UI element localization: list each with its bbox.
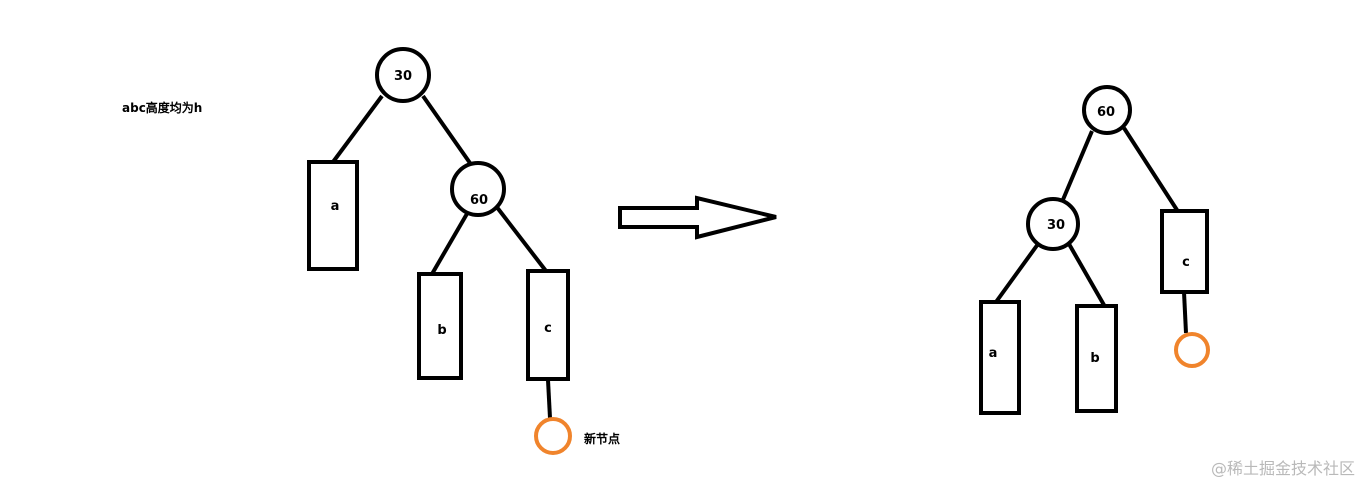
after-node-60: 60 xyxy=(1082,85,1132,135)
edge-30-60 xyxy=(421,94,472,165)
before-subtree-a: a xyxy=(307,160,359,271)
edge-60-c-after xyxy=(1122,126,1179,212)
edge-60-c xyxy=(494,204,548,273)
before-subtree-c: c xyxy=(526,269,570,381)
edge-c-new xyxy=(546,379,552,419)
after-node-30: 30 xyxy=(1026,197,1080,251)
edge-30-b-after xyxy=(1067,243,1110,313)
after-node-30-label: 30 xyxy=(1047,218,1065,233)
before-subtree-a-label: a xyxy=(331,199,340,214)
transform-arrow-icon xyxy=(618,195,777,240)
edge-60-b xyxy=(430,210,470,276)
after-tree xyxy=(994,126,1188,334)
after-subtree-b-label: b xyxy=(1090,351,1099,366)
before-node-60: 60 xyxy=(450,161,506,217)
edge-30-a xyxy=(331,94,384,164)
after-subtree-a-label: a xyxy=(989,346,998,361)
after-subtree-b: b xyxy=(1075,304,1118,413)
after-new-node xyxy=(1174,332,1210,368)
before-subtree-c-label: c xyxy=(544,321,552,336)
before-node-30-label: 30 xyxy=(394,69,412,84)
edge-60-30 xyxy=(1060,130,1094,203)
before-tree xyxy=(331,94,552,419)
edge-c-new-after xyxy=(1182,291,1188,334)
after-subtree-a: a xyxy=(979,300,1021,415)
before-subtree-b: b xyxy=(417,272,463,380)
new-node-label: 新节点 xyxy=(584,431,620,446)
watermark-text: @稀土掘金技术社区 xyxy=(1211,459,1355,478)
edge-30-a-after xyxy=(994,242,1040,304)
after-node-60-label: 60 xyxy=(1097,105,1115,120)
before-node-60-label: 60 xyxy=(470,193,488,208)
after-subtree-c-label: c xyxy=(1182,255,1190,270)
before-node-30: 30 xyxy=(375,47,431,103)
height-note: abc高度均为h xyxy=(122,100,202,115)
before-subtree-b-label: b xyxy=(437,323,446,338)
before-new-node xyxy=(534,417,572,455)
after-subtree-c: c xyxy=(1160,209,1209,294)
